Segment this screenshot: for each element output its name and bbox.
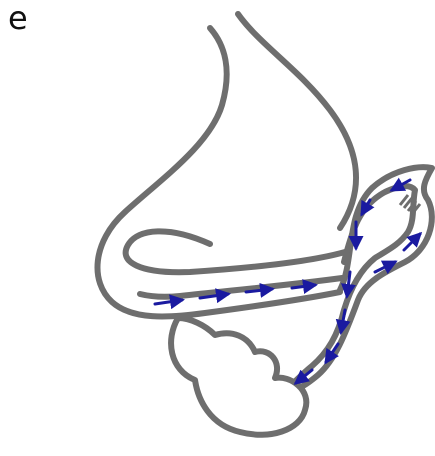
staple-icon	[400, 195, 420, 214]
stomach-outline-right	[238, 14, 356, 228]
limb-upper-edge	[140, 278, 342, 297]
limb-inner-loop	[126, 231, 345, 272]
stomach-outline	[97, 28, 340, 316]
arrow-icon	[155, 300, 182, 304]
lower-organ-outline	[171, 318, 306, 435]
